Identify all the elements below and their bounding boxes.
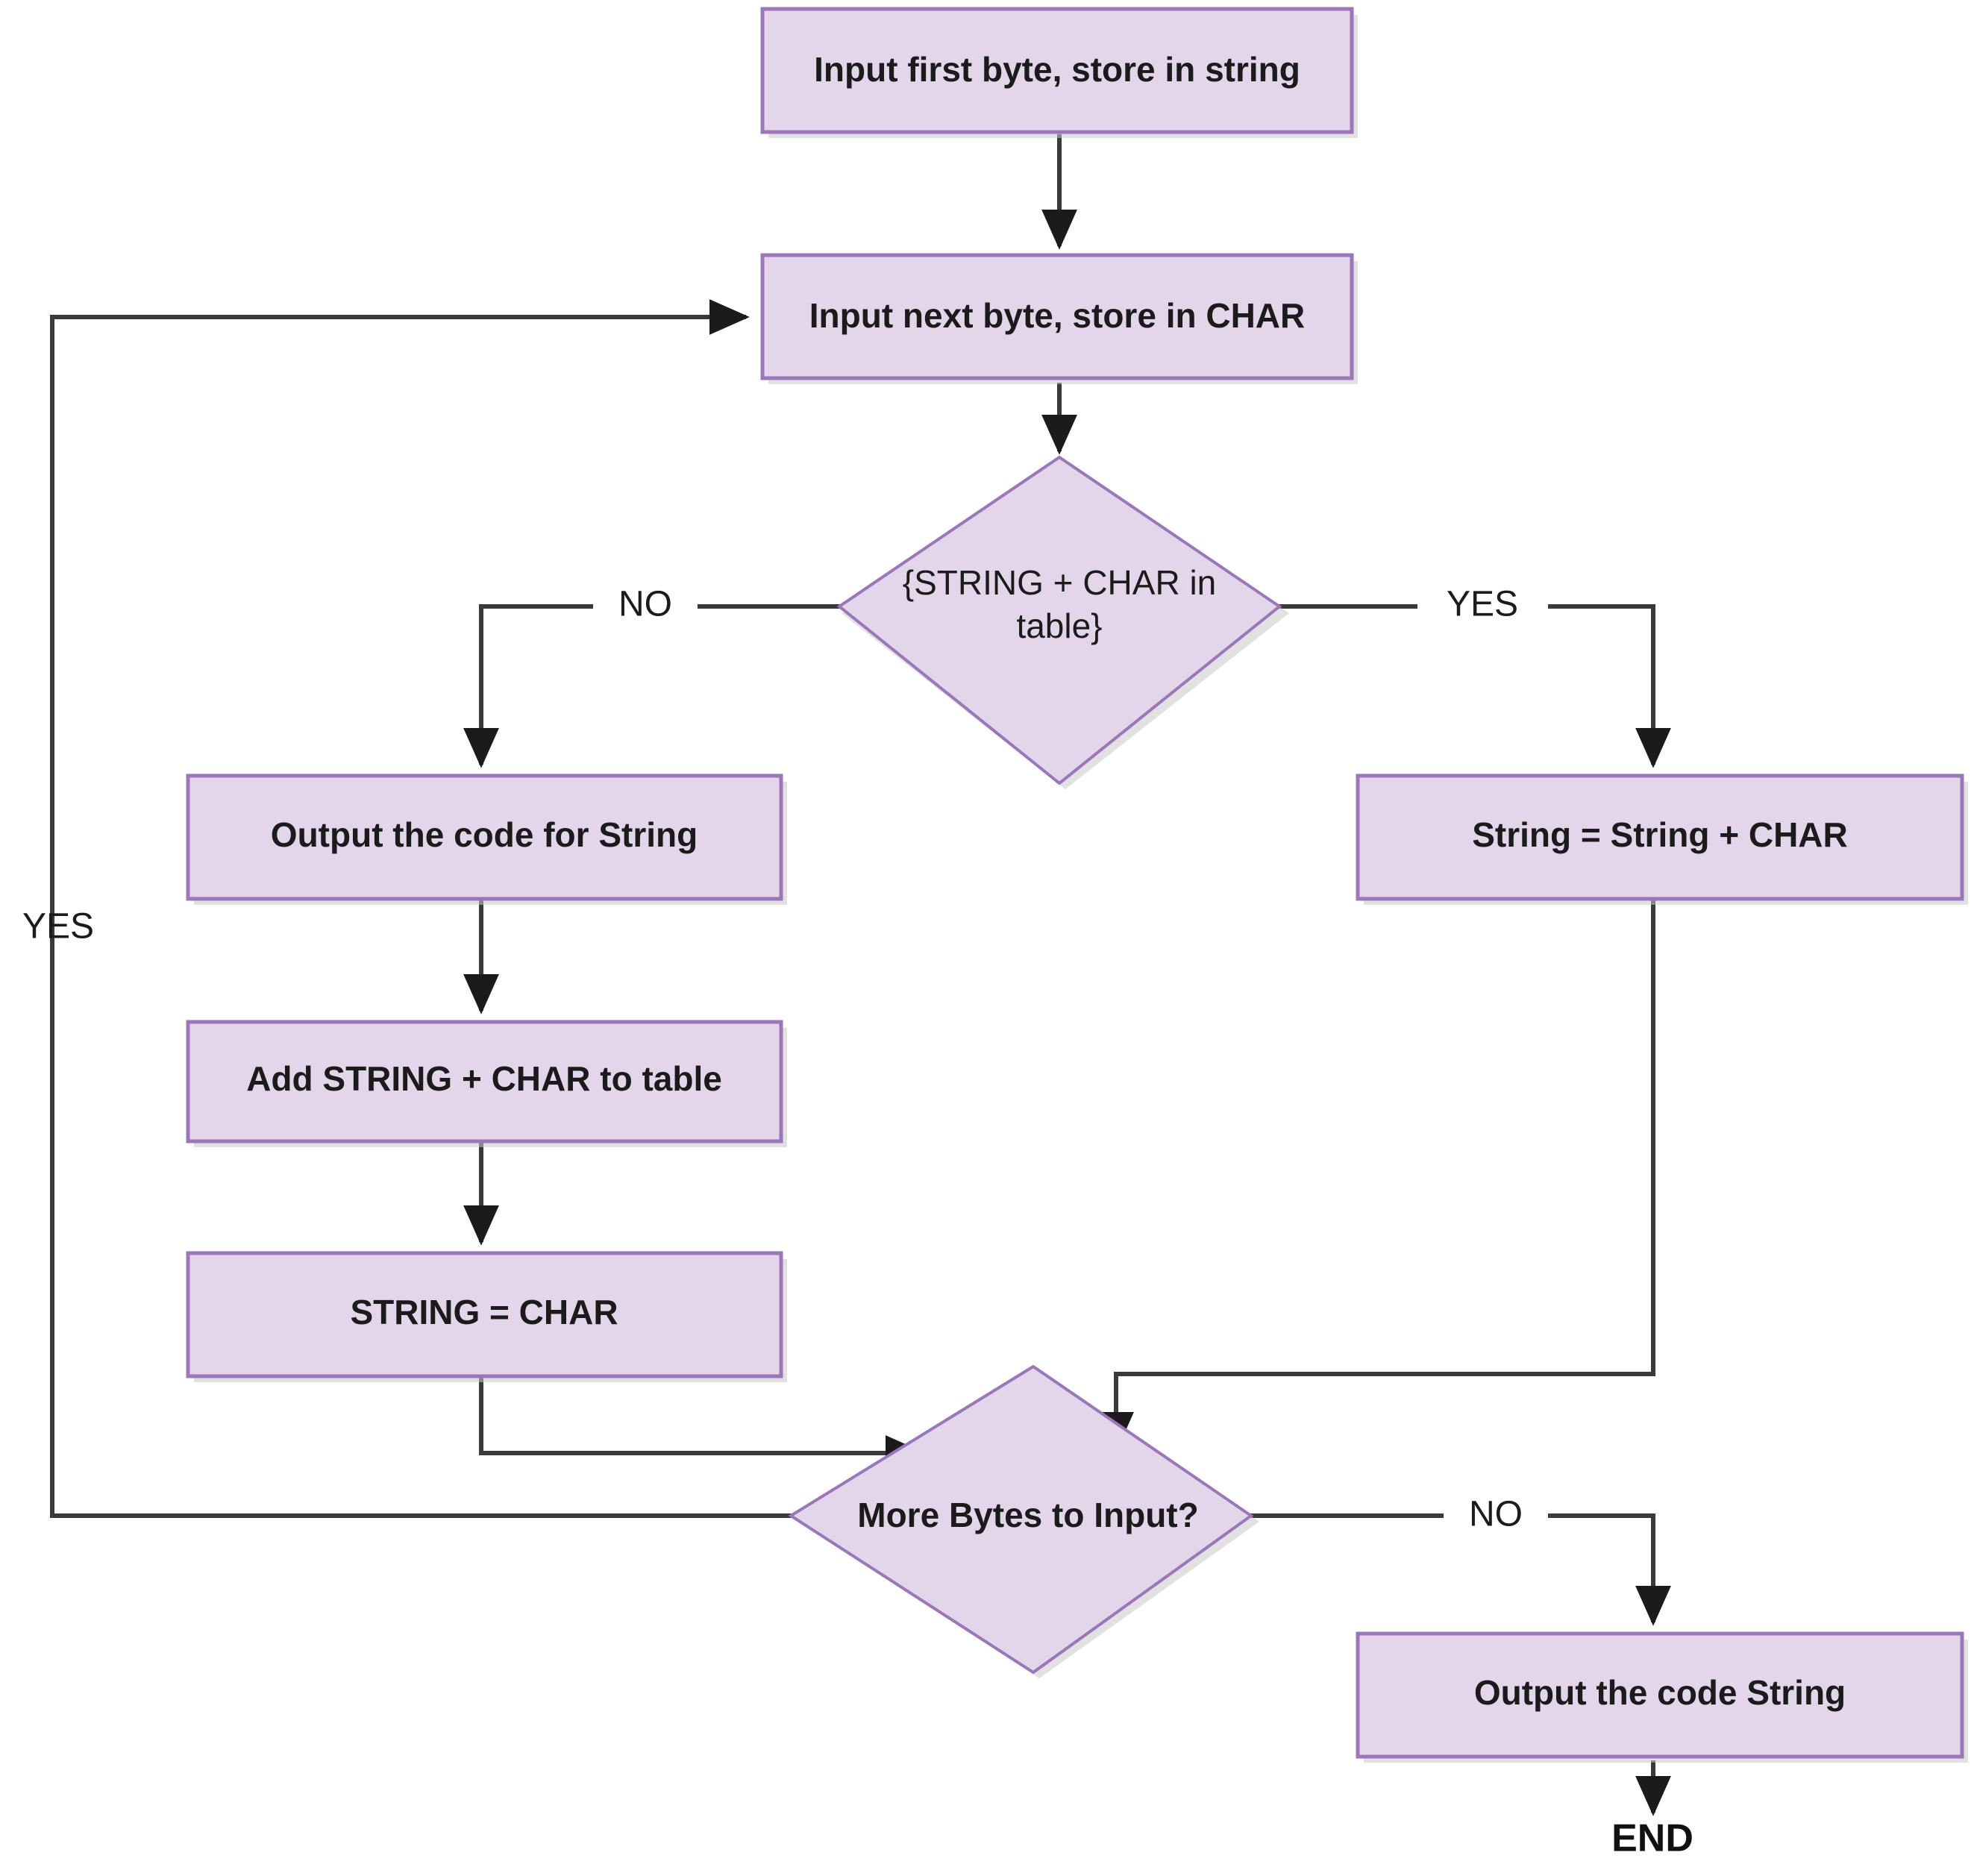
node-string-equals-string-plus-char[interactable]: String = String + CHAR [1356,774,1968,905]
edge-label-decision-no: NO [618,585,672,624]
edge-morebytes-yes-loop [50,299,793,1518]
edge-labels-layer: NO YES NO YES [22,582,1548,1541]
node-label-output-code-string: Output the code String [1474,1673,1846,1712]
node-label-string-equals-string-plus-char: String = String + CHAR [1472,815,1847,854]
node-label-add-string-char-to-table: Add STRING + CHAR to table [246,1059,722,1098]
node-label-more-bytes-to-input: More Bytes to Input? [857,1496,1198,1534]
label-bg-no-2 [1444,1492,1548,1541]
node-label-string-char-in-table-line2: table} [1016,606,1102,645]
node-label-string-equals-char: STRING = CHAR [350,1293,618,1331]
label-bg-yes-1 [1417,582,1548,631]
label-bg-no-1 [593,582,698,631]
node-more-bytes-to-input[interactable]: More Bytes to Input? [788,1364,1259,1678]
edge-stringplus-to-morebytes [1098,897,1655,1452]
edge-label-morebytes-no: NO [1469,1495,1523,1534]
edge-decision-yes [1277,604,1671,768]
edges-layer [50,134,1671,1816]
edge-morebytes-no [1249,1513,1671,1626]
edge-stringchar-to-morebytes [479,1376,926,1471]
node-label-string-char-in-table-line1: {STRING + CHAR in [903,563,1217,602]
node-label-input-first-byte: Input first byte, store in string [814,50,1300,89]
node-label-output-code-for-string: Output the code for String [271,815,698,854]
node-string-equals-char[interactable]: STRING = CHAR [186,1251,787,1382]
edge-label-decision-yes: YES [1447,585,1518,624]
edge-label-loop-yes: YES [22,907,94,947]
node-output-code-for-string[interactable]: Output the code for String [186,774,787,905]
node-input-next-byte[interactable]: Input next byte, store in CHAR [760,253,1358,384]
node-output-code-string[interactable]: Output the code String [1356,1631,1968,1763]
node-add-string-char-to-table[interactable]: Add STRING + CHAR to table [186,1020,787,1147]
node-label-input-next-byte: Input next byte, store in CHAR [809,296,1305,335]
nodes-layer: Input first byte, store in string Input … [186,7,1968,1860]
edge-decision-no [463,604,842,768]
node-label-end: END [1611,1817,1693,1860]
node-end-terminator: END [1611,1817,1693,1860]
node-input-first-byte[interactable]: Input first byte, store in string [760,7,1358,138]
node-string-char-in-table[interactable]: {STRING + CHAR in table} [836,455,1289,789]
